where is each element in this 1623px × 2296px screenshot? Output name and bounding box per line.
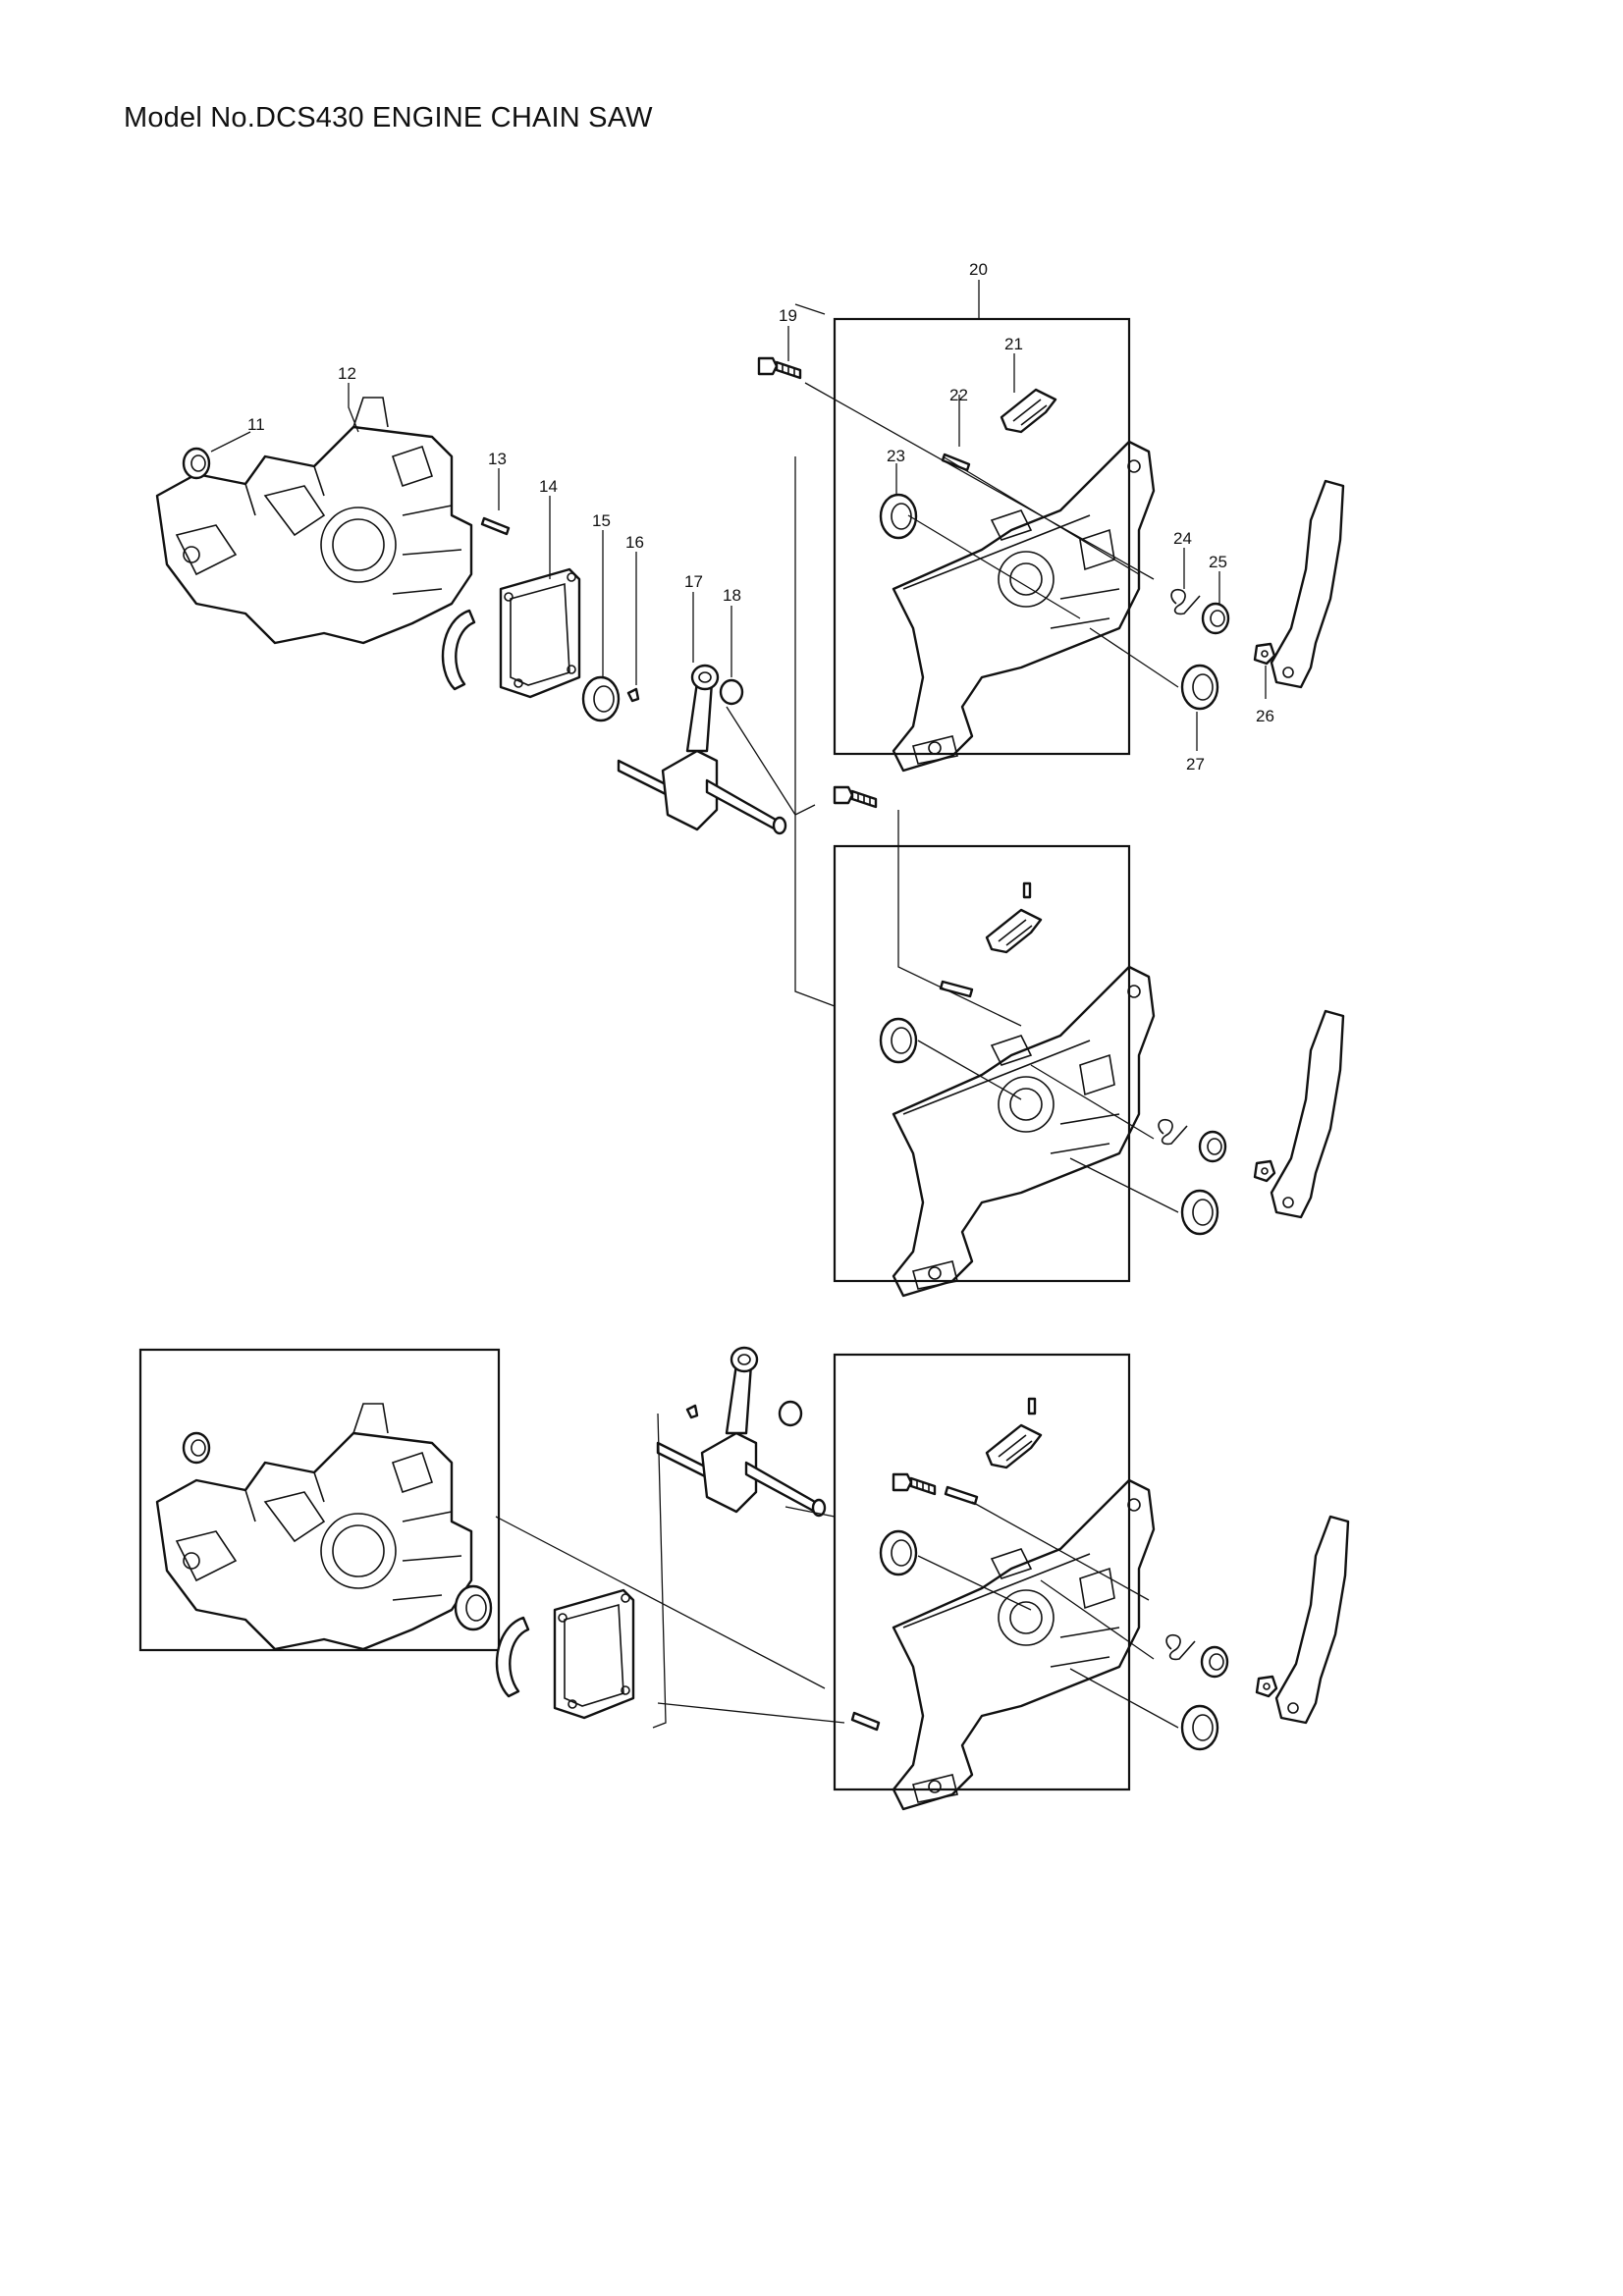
callout-13: 13	[488, 450, 507, 468]
section-full-exploded-view	[138, 1346, 1350, 1811]
section-main-exploded-view	[155, 303, 1345, 1007]
callout-26: 26	[1256, 707, 1274, 725]
callout-leaders	[210, 280, 1267, 751]
assembly-box-20	[833, 317, 1131, 756]
section-alternate-assembly-view	[833, 785, 1345, 1298]
callout-20: 20	[969, 260, 988, 279]
callout-labels: 11 12 13 14 15 16 17 18 19 20 21 22 23 2…	[247, 260, 1274, 774]
callout-15: 15	[592, 511, 611, 530]
callout-19: 19	[779, 306, 797, 325]
page-title: Model No.DCS430 ENGINE CHAIN SAW	[124, 102, 653, 133]
callout-16: 16	[625, 533, 644, 552]
assembly-box-middle	[833, 844, 1131, 1283]
callout-17: 17	[684, 572, 703, 591]
callout-27: 27	[1186, 755, 1205, 774]
callout-11: 11	[247, 415, 265, 434]
crankcase-left-box	[138, 1348, 501, 1652]
callout-23: 23	[887, 447, 905, 465]
callout-21: 21	[1004, 335, 1023, 353]
callout-18: 18	[723, 586, 741, 605]
callout-25: 25	[1209, 553, 1227, 571]
assembly-box-bottom	[833, 1353, 1131, 1791]
callout-24: 24	[1173, 529, 1192, 548]
callout-22: 22	[949, 386, 968, 404]
callout-14: 14	[539, 477, 558, 496]
callout-12: 12	[338, 364, 356, 383]
